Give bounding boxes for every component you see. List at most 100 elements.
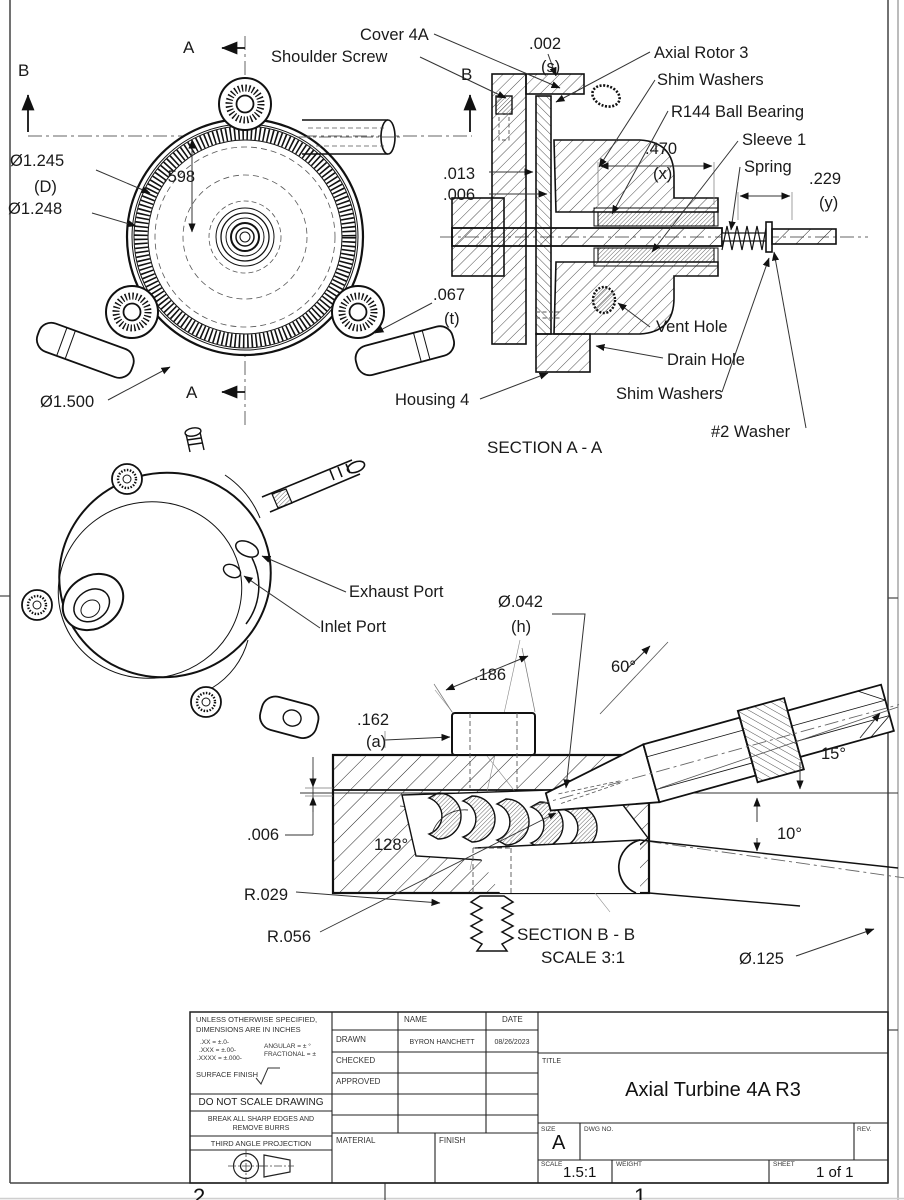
callout-sleeve: Sleeve 1: [742, 131, 807, 149]
section-b-dim-lines: [285, 613, 899, 957]
dim-013: .013: [443, 165, 476, 183]
scale-value: 1.5:1: [563, 1164, 597, 1181]
section-b-scale: SCALE 3:1: [541, 948, 626, 967]
sheet-label: SHEET: [773, 1161, 795, 1168]
dim-dia-1245: Ø1.245: [10, 152, 65, 170]
tolerance-angular: ANGULAR = ± °: [264, 1043, 311, 1050]
callout-housing: Housing 4: [395, 391, 470, 409]
callout-exhaust-port: Exhaust Port: [349, 583, 444, 601]
iso-leaders: [243, 555, 347, 629]
tolerance-note-line2: DIMENSIONS ARE IN INCHES: [196, 1025, 301, 1034]
tolerance-xx: .XX = ±.0-: [200, 1039, 230, 1046]
approved-row-label: APPROVED: [336, 1077, 381, 1086]
section-cut-arrows: [21, 41, 477, 399]
dim-dia-042: Ø.042: [498, 593, 543, 611]
front-view: [21, 36, 477, 428]
front-screw-bosses: [105, 77, 385, 339]
callout-shim-washers-bottom: Shim Washers: [616, 385, 723, 403]
callout-spring: Spring: [744, 158, 792, 176]
iso-top-stud: [184, 427, 205, 453]
dim-002-ref: (s): [541, 58, 561, 76]
front-dim-lines: [91, 139, 433, 401]
rev-label: REV.: [857, 1126, 872, 1133]
section-a-view: [419, 33, 868, 429]
callout-2-washer: #2 Washer: [711, 423, 791, 441]
dim-angle-60: 60°: [611, 658, 636, 676]
dim-470-ref: (x): [653, 165, 673, 183]
callout-ball-bearing: R144 Ball Bearing: [671, 103, 804, 121]
dim-dia-042-ref: (h): [511, 618, 532, 636]
zone-number-2: 2: [193, 1184, 206, 1200]
dim-006-b: .006: [247, 826, 280, 844]
callout-inlet-port: Inlet Port: [320, 618, 387, 636]
third-angle-projection-icon: [228, 1149, 294, 1183]
tolerance-note-line1: UNLESS OTHERWISE SPECIFIED,: [196, 1015, 318, 1024]
surface-finish-icon: [255, 1067, 280, 1085]
dim-162: .162: [357, 711, 390, 729]
size-value: A: [552, 1132, 566, 1154]
title-label: TITLE: [542, 1058, 562, 1065]
section-a-dim-lines: [489, 53, 793, 220]
front-exhaust-stub: [298, 119, 400, 155]
iso-screws: [21, 463, 222, 718]
dim-r029: R.029: [244, 886, 289, 904]
callout-vent-hole: Vent Hole: [656, 318, 728, 336]
weight-label: WEIGHT: [616, 1161, 642, 1168]
dim-598: .598: [163, 168, 196, 186]
drawn-name-value: BYRON HANCHETT: [409, 1039, 475, 1046]
date-column-header: DATE: [502, 1015, 523, 1024]
scale-label: SCALE: [541, 1161, 563, 1168]
dim-229-ref: (y): [819, 194, 839, 212]
size-label: SIZE: [541, 1126, 556, 1133]
dim-006-a: .006: [443, 186, 476, 204]
iso-view: [21, 427, 366, 739]
drawn-row-label: DRAWN: [336, 1035, 366, 1044]
dim-229: .229: [809, 170, 842, 188]
deburr-note-line1: BREAK ALL SHARP EDGES AND: [207, 1116, 315, 1123]
finish-label: FINISH: [439, 1136, 466, 1145]
section-marker-b-left: B: [18, 61, 30, 80]
dim-dia-1248: Ø1.248: [8, 200, 63, 218]
dim-angle-10: 10°: [777, 825, 802, 843]
zone-number-1: 1: [634, 1184, 647, 1200]
tolerance-fractional: FRACTIONAL = ±: [264, 1051, 316, 1058]
name-column-header: NAME: [404, 1015, 428, 1024]
dim-r056: R.056: [267, 928, 312, 946]
checked-row-label: CHECKED: [336, 1056, 376, 1065]
title-block: [189, 1011, 889, 1184]
dim-067: .067: [433, 286, 466, 304]
dim-470: .470: [645, 140, 678, 158]
sheet-value: 1 of 1: [816, 1164, 854, 1181]
dim-162-ref: (a): [366, 733, 387, 751]
dim-angle-15: 15°: [821, 745, 846, 763]
drawing-title: Axial Turbine 4A R3: [625, 1079, 801, 1101]
section-b-view: [285, 613, 904, 957]
section-marker-a-bottom: A: [186, 383, 198, 402]
dim-angle-128: 128°: [374, 836, 409, 854]
iso-shaft-stud: [261, 459, 366, 513]
material-label: MATERIAL: [336, 1136, 376, 1145]
projection-label: THIRD ANGLE PROJECTION: [210, 1139, 312, 1148]
section-marker-a-top: A: [183, 38, 195, 57]
section-b-caption: SECTION B - B: [517, 925, 636, 944]
callout-cover: Cover 4A: [360, 26, 429, 44]
surface-finish-label: SURFACE FINISH: [196, 1070, 259, 1079]
callout-drain-hole: Drain Hole: [667, 351, 745, 369]
dim-dia-125: Ø.125: [739, 950, 784, 968]
callout-shim-washers-top: Shim Washers: [657, 71, 764, 89]
tolerance-xxxx: .XXXX = ±.000-: [197, 1055, 242, 1062]
do-not-scale-note: DO NOT SCALE DRAWING: [198, 1097, 324, 1108]
section-a-leaders: [419, 33, 807, 429]
tolerance-xxx: .XXX = ±.00-: [199, 1047, 236, 1054]
dim-002: .002: [529, 35, 562, 53]
deburr-note-line2: REMOVE BURRS: [232, 1125, 290, 1132]
dim-dia-1245-ref: (D): [34, 178, 57, 196]
section-a-caption: SECTION A - A: [487, 438, 603, 457]
nozzle-assembly: [535, 683, 900, 812]
callout-shoulder-screw: Shoulder Screw: [271, 48, 388, 66]
callout-axial-rotor: Axial Rotor 3: [654, 44, 749, 62]
section-marker-b-right: B: [461, 65, 473, 84]
dim-067-ref: (t): [444, 310, 460, 328]
